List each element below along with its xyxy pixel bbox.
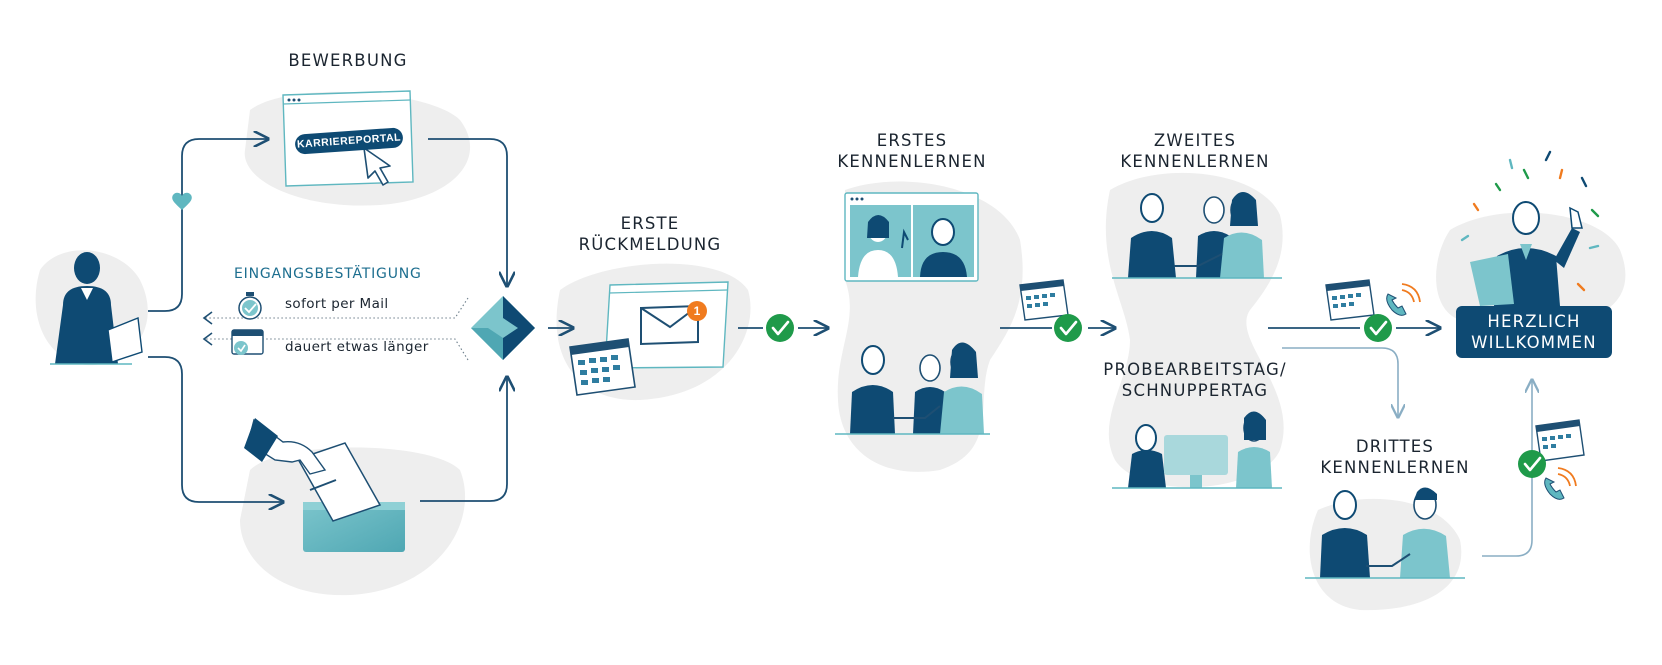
stopwatch-icon [238, 292, 262, 320]
dotted-arrowheads [202, 311, 213, 346]
phone-icon-drittes [1544, 467, 1577, 500]
confirmation-item-post: dauert etwas länger [285, 339, 429, 355]
postal-application-illustration [244, 418, 405, 552]
calendar-icon-welcome [1325, 279, 1375, 321]
confirmation-title: EINGANGSBESTÄTIGUNG [234, 266, 422, 282]
label-probearbeitstag: PROBEARBEITSTAG/SCHNUPPERTAG [1103, 360, 1287, 400]
arrow-to-drittes [1282, 347, 1398, 417]
flow-lines [148, 139, 1440, 502]
calendar-icon-drittes [1535, 419, 1585, 462]
confirmation-item-mail: sofort per Mail [285, 296, 389, 312]
secondary-lines [1282, 347, 1532, 557]
line-portal-to-company [428, 138, 507, 286]
notification-badge [687, 301, 707, 321]
check-icon-erstes [1054, 314, 1082, 342]
calendar-icon-zweites [1019, 279, 1069, 321]
welcome-person-illustration [1470, 201, 1583, 306]
label-bewerbung: BEWERBUNG [288, 51, 408, 70]
handshake-scene-drittes [1305, 487, 1465, 579]
line-to-mail-application [148, 356, 283, 502]
check-icon-zweites [1364, 314, 1392, 342]
applicant-illustration [50, 252, 143, 365]
calendar-icon-large [569, 338, 636, 396]
email-notification-illustration [604, 281, 729, 369]
company-logo-icon [471, 296, 535, 360]
dotted-arrowhead-post [202, 332, 213, 346]
line-to-bewerbung [148, 139, 268, 312]
dotted-arrowhead-mail [202, 311, 213, 325]
phone-icon-welcome [1386, 283, 1421, 316]
dotted-confirmation-lines [205, 297, 469, 361]
heart-icon [172, 192, 192, 210]
probearbeitstag-scene [1112, 411, 1282, 489]
check-icon-drittes [1518, 450, 1546, 478]
video-call-illustration [844, 192, 979, 282]
arrow-drittes-to-welcome [1482, 380, 1532, 557]
line-mail-to-company [420, 377, 507, 502]
dotted-line-post [205, 338, 469, 361]
handshake-scene-zweites [1112, 192, 1282, 279]
calendar-check-icon [231, 329, 264, 355]
check-icon-rueckmeldung [766, 314, 794, 342]
confetti [1460, 150, 1600, 292]
notification-count: 1 [693, 304, 701, 318]
cursor-icon [363, 147, 391, 186]
handshake-scene-erstes [835, 342, 990, 435]
